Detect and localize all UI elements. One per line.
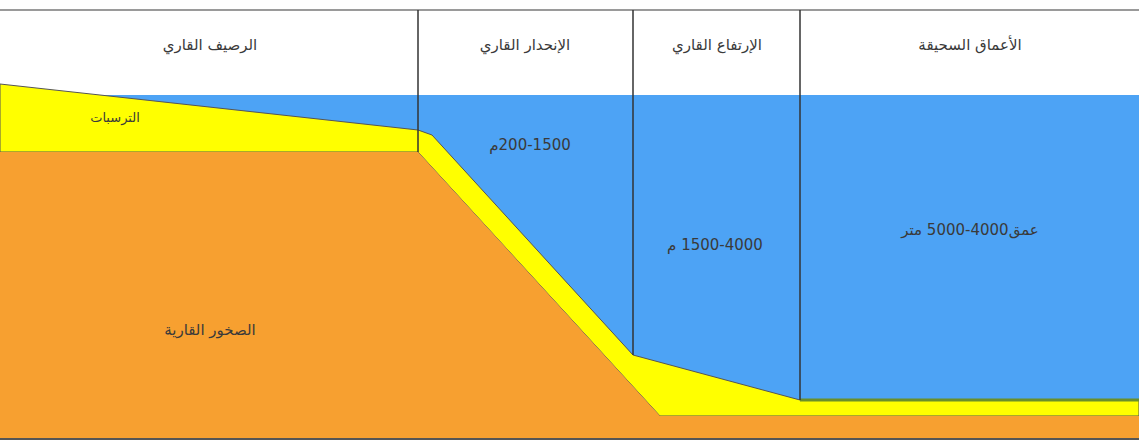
column-divider xyxy=(417,10,419,152)
depth-label: عمق4000-5000 متر xyxy=(901,221,1039,239)
rock-label: الصخور القارية xyxy=(164,321,256,339)
section-heading: الأعماق السحيقة xyxy=(918,36,1021,54)
header-band xyxy=(0,0,1139,95)
depth-label: 200-1500م xyxy=(489,136,571,154)
seabed-line xyxy=(800,399,1139,402)
section-heading: الإرتفاع القاري xyxy=(672,36,762,54)
column-divider xyxy=(632,10,634,355)
depth-label: 1500-4000 م xyxy=(667,236,763,254)
base-line xyxy=(0,438,1139,440)
section-heading: الرصيف القاري xyxy=(163,36,257,54)
section-heading: الإنحدار القاري xyxy=(480,36,571,54)
continental-rock xyxy=(0,152,1139,440)
sediment-label: الترسبات xyxy=(90,110,140,126)
column-divider xyxy=(799,10,801,400)
header-line xyxy=(0,9,1139,11)
